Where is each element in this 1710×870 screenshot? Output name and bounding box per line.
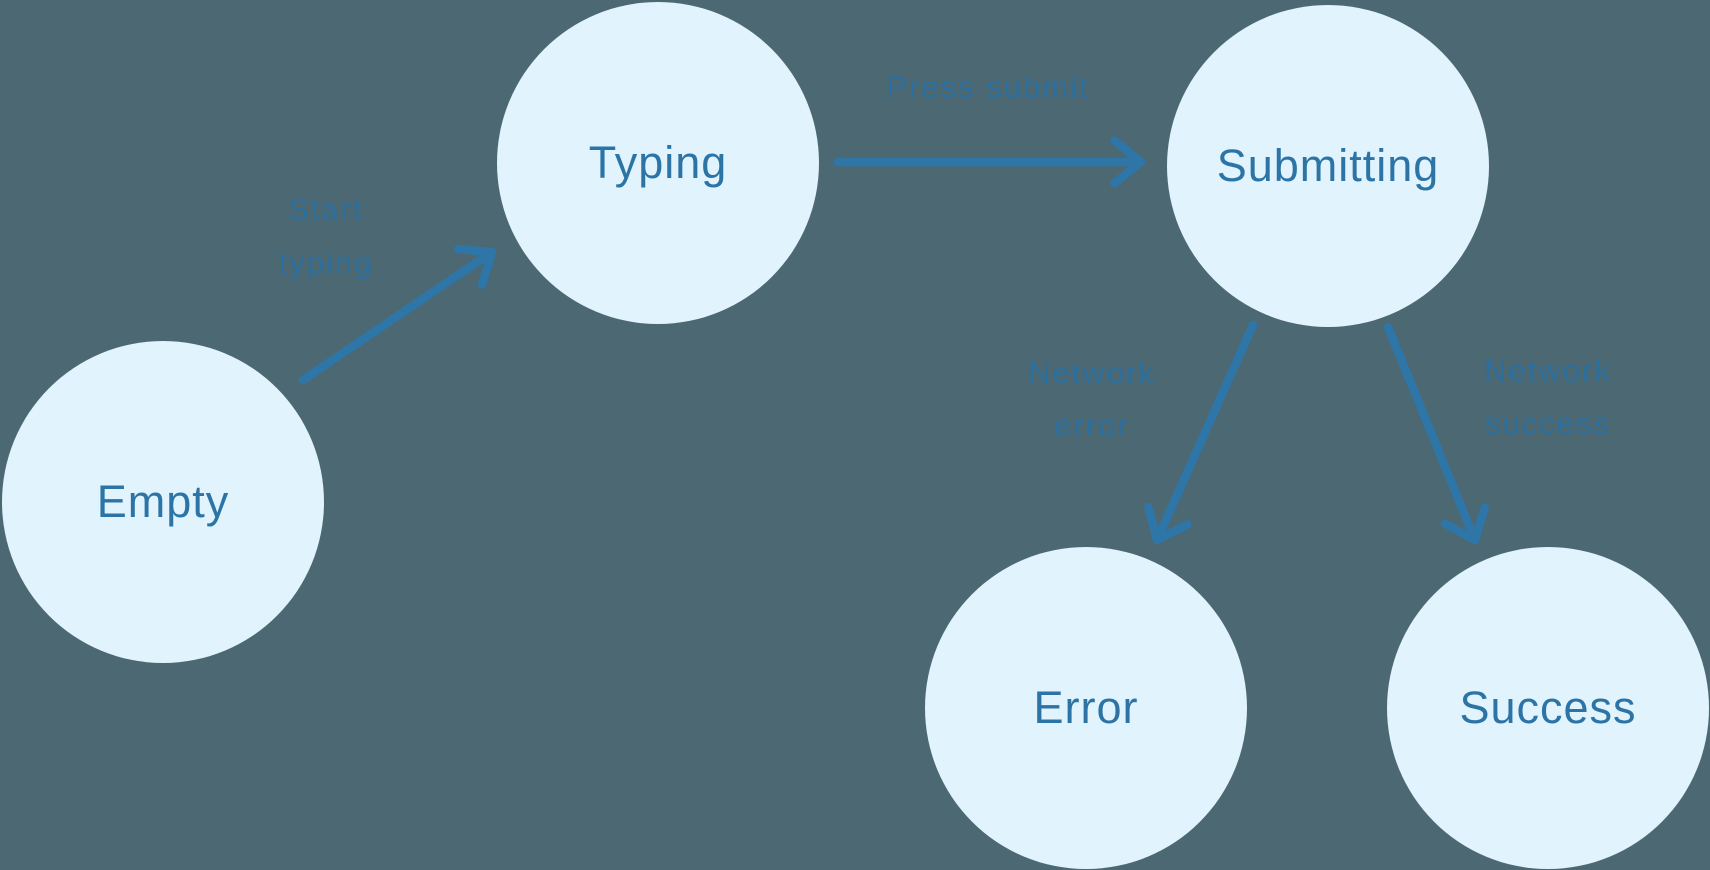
state-node-error: Error (925, 547, 1247, 869)
transition-line-network-error (1152, 320, 1258, 545)
transition-label-network-error: Network error (1028, 346, 1156, 452)
transition-label-press-submit: Press submit (886, 61, 1089, 114)
arrowhead-icon-network-error (1144, 502, 1192, 545)
transition-label-start-typing: Start typing (279, 183, 374, 289)
transition-line-start-typing (298, 247, 497, 385)
transition-label-line: Start (288, 192, 364, 227)
transition-label-line: Press submit (886, 69, 1090, 105)
transition-label-line: success (1485, 406, 1611, 441)
state-label-typing: Typing (588, 137, 728, 188)
arrowhead-icon-network-success (1440, 503, 1490, 545)
state-label-submitting: Submitting (1216, 140, 1440, 191)
transition-label-network-success: Network success (1484, 344, 1612, 450)
state-node-success: Success (1387, 547, 1709, 869)
arrowhead-icon-start-typing (453, 244, 497, 289)
transition-label-line: typing (278, 245, 374, 280)
state-node-typing: Typing (497, 2, 819, 324)
state-label-success: Success (1459, 682, 1637, 733)
transition-label-line: Network (1484, 353, 1612, 388)
transition-label-line: Network (1028, 355, 1156, 390)
state-node-submitting: Submitting (1167, 5, 1489, 327)
arrowhead-icon-press-submit (1110, 136, 1146, 188)
state-label-error: Error (1033, 682, 1139, 733)
transition-label-line: error (1054, 408, 1130, 443)
state-node-empty: Empty (2, 341, 324, 663)
state-label-empty: Empty (96, 476, 230, 527)
transition-line-network-success (1383, 322, 1480, 545)
